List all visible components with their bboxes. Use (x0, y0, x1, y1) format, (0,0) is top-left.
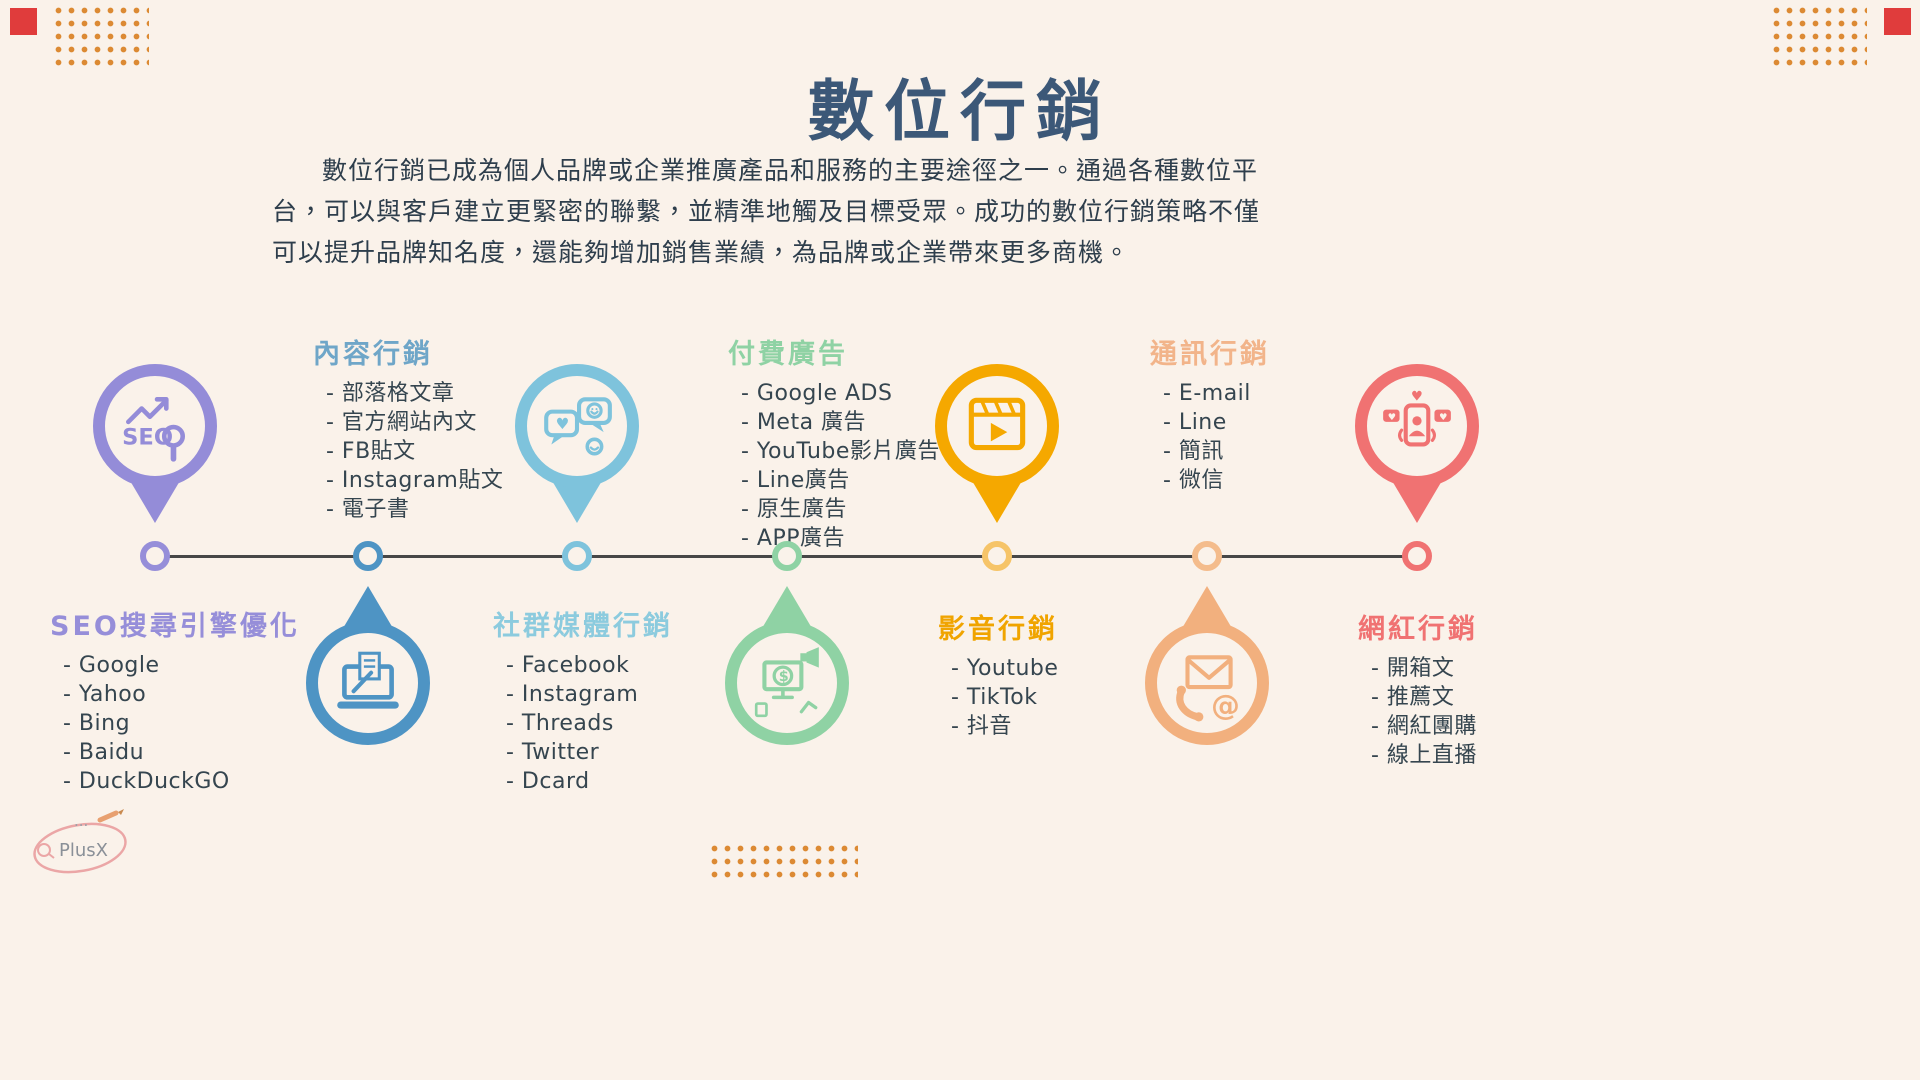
pin-circle: $ (725, 621, 849, 745)
laptop-writing-icon (337, 651, 399, 709)
category-title: SEO搜尋引擎優化 (50, 611, 300, 642)
pin-messaging: @ (1145, 586, 1269, 745)
video-clapperboard-icon (968, 397, 1026, 451)
influencer-phone-icon: ♥ ♥ ♥ (1383, 389, 1451, 447)
category-seo: SEO搜尋引擎優化 - Google- Yahoo- Bing- Baidu- … (50, 604, 300, 796)
dot-grid-top-left (52, 4, 149, 67)
pin-seo: SEO (93, 364, 217, 523)
svg-text:♥: ♥ (1411, 389, 1423, 404)
category-item: - 部落格文章 (326, 381, 455, 406)
category-item: - 官方網站內文 (326, 410, 477, 435)
category-item: - Facebook (506, 653, 630, 678)
chat-bubbles-icon: ♥ (544, 397, 612, 456)
pin-circle: ♥ ♥ ♥ (1355, 364, 1479, 488)
category-items: - Google ADS - Meta 廣告 - YouTube影片廣告 - Line… (728, 379, 940, 553)
category-item: - Meta 廣告 (741, 410, 867, 435)
category-item: - E-mail (1163, 381, 1251, 406)
category-item: - 電子書 (326, 497, 410, 522)
category-item: - Twitter (506, 740, 600, 765)
dot-grid-bottom-center (708, 842, 858, 883)
category-items: - Youtube - TikTok - 抖音 (938, 654, 1058, 741)
category-items: - 部落格文章 - 官方網站內文 - FB貼文 - Instagram貼文 - 電子書 (313, 379, 503, 524)
category-items: - Google - Yahoo - Bing - Baidu - DuckDuckGO (50, 651, 300, 796)
category-item: - 推薦文 (1371, 685, 1455, 710)
category-item: - Google ADS (741, 381, 893, 406)
svg-text:$: $ (779, 669, 789, 685)
category-influencer: 網紅行銷 - 開箱文 - 推薦文 - 網紅團購 - 線上直播 (1358, 607, 1478, 770)
svg-text:♥: ♥ (555, 415, 569, 433)
pin-circle: ♥ (515, 364, 639, 488)
category-item: - Dcard (506, 769, 590, 794)
category-item: - Google (63, 653, 160, 678)
pin-content-marketing (306, 586, 430, 745)
category-title: 通訊行銷 (1150, 339, 1270, 370)
svg-text:...: ... (74, 812, 88, 830)
category-item: - FB貼文 (326, 439, 416, 464)
category-item: - Youtube (951, 656, 1059, 681)
category-item: - Instagram (506, 682, 639, 707)
ads-monitor-icon: $ (754, 647, 819, 718)
category-item: - 開箱文 (1371, 656, 1455, 681)
page-title: 數位行銷 (808, 73, 1112, 150)
pin-circle (935, 364, 1059, 488)
category-item: - Instagram貼文 (326, 468, 504, 493)
dot-grid-top-right (1770, 4, 1867, 67)
category-item: - 微信 (1163, 468, 1224, 493)
category-title: 付費廣告 (728, 339, 848, 370)
category-social-media: 社群媒體行銷 - Facebook - Instagram - Threads - T… (493, 604, 673, 796)
timeline-node-video (982, 541, 1012, 571)
category-item: - APP廣告 (741, 526, 846, 551)
timeline-node-content (353, 541, 383, 571)
svg-text:@: @ (1211, 688, 1240, 722)
category-item: - 網紅團購 (1371, 714, 1477, 739)
category-title: 網紅行銷 (1358, 614, 1478, 645)
pin-video (935, 364, 1059, 523)
email-phone-icon: @ (1176, 655, 1240, 722)
category-item: - 線上直播 (1371, 743, 1477, 768)
timeline-node-social (562, 541, 592, 571)
category-item: - Line (1163, 410, 1227, 435)
category-item: - 抖音 (951, 714, 1012, 739)
svg-text:♥: ♥ (1439, 412, 1447, 423)
category-item: - 原生廣告 (741, 497, 847, 522)
plusx-logo-icon: ... PlusX (33, 809, 127, 874)
pin-circle (306, 621, 430, 745)
category-title: 社群媒體行銷 (493, 611, 673, 642)
category-title: 影音行銷 (938, 614, 1058, 645)
category-item: - Threads (506, 711, 614, 736)
plusx-logo: ... PlusX (22, 800, 142, 884)
seo-magnifier-icon: SEO (122, 397, 186, 462)
category-item: - Line廣告 (741, 468, 850, 493)
intro-paragraph: 數位行銷已成為個人品牌或企業推廣產品和服務的主要途徑之一。通過各種數位平台，可以… (272, 156, 1261, 267)
pin-social-media: ♥ (515, 364, 639, 523)
pin-paid-ads: $ (725, 586, 849, 745)
corner-square-top-left (10, 8, 37, 35)
category-item: - TikTok (951, 685, 1038, 710)
timeline-node-messaging (1192, 541, 1222, 571)
category-item: - Yahoo (63, 682, 147, 707)
category-content-marketing: 內容行銷 - 部落格文章- 官方網站內文- FB貼文- Instagram貼文-… (313, 332, 503, 524)
category-item: - Bing (63, 711, 131, 736)
pin-influencer: ♥ ♥ ♥ (1355, 364, 1479, 523)
category-messaging: 通訊行銷 - E-mail - Line - 簡訊 - 微信 (1150, 332, 1270, 495)
category-item: - 簡訊 (1163, 439, 1224, 464)
category-video-marketing: 影音行銷 - Youtube - TikTok - 抖音 (938, 607, 1058, 741)
category-title: 內容行銷 (313, 339, 433, 370)
pin-circle: @ (1145, 621, 1269, 745)
category-paid-ads: 付費廣告 - Google ADS- Meta 廣告- YouTube影片廣告-… (728, 332, 940, 553)
timeline-node-paid-ads (772, 541, 802, 571)
logo-text: PlusX (59, 840, 108, 861)
category-item: - Baidu (63, 740, 145, 765)
corner-square-top-right (1884, 8, 1911, 35)
category-items: - 開箱文 - 推薦文 - 網紅團購 - 線上直播 (1358, 654, 1478, 770)
svg-text:♥: ♥ (1388, 412, 1396, 423)
category-items: - E-mail - Line - 簡訊 - 微信 (1150, 379, 1270, 495)
category-item: - YouTube影片廣告 (741, 439, 940, 464)
category-items: - Facebook - Instagram - Threads - Twitter -… (493, 651, 673, 796)
pin-circle: SEO (93, 364, 217, 488)
category-item: - DuckDuckGO (63, 769, 230, 794)
timeline-node-seo (140, 541, 170, 571)
timeline-node-influencer (1402, 541, 1432, 571)
